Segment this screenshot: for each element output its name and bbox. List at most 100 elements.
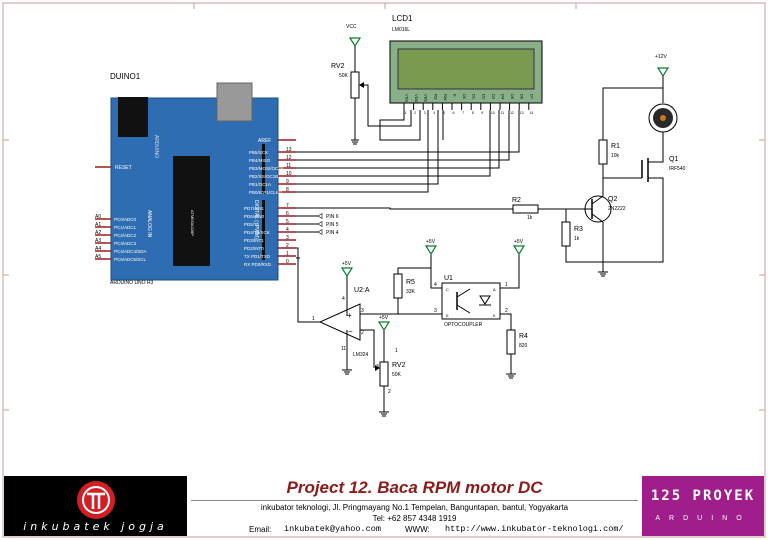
lcd-pin-number-4: 4 [433, 111, 435, 115]
email-link[interactable]: inkubatek@yahoo.com [284, 524, 381, 534]
q2-transistor [584, 195, 612, 223]
project-title: Project 12. Baca RPM motor DC [286, 478, 543, 497]
lcd-display: LCD1 LM016L VSS1VDD2VEE3RS4RW5E6D07D18D2… [389, 14, 543, 115]
plus5v-label-1: +5V [514, 239, 524, 245]
u1-value: OPTOCOUPLER [444, 322, 483, 328]
lcd-pin-number-10: 10 [491, 111, 495, 115]
analog-pin-name-4: PC4/ADC4/SDA [114, 249, 147, 254]
website-link[interactable]: http://www.inkubator-teknologi.com/ [445, 524, 624, 534]
digital-pin-name-7: PD7/AIN1 [244, 206, 265, 211]
digital-pin-number-3: 3 [286, 235, 289, 241]
aref-label: AREF [258, 138, 271, 144]
r2-resistor [512, 204, 539, 214]
lcd-pin-vss: VSS [405, 94, 410, 102]
svg-text:2: 2 [361, 330, 364, 336]
motor-driver: +12V R1 10k Q1 IRF540 [598, 54, 686, 263]
reset-label: RESET [115, 165, 132, 171]
inkubatek-brand: inkubatek jogja [4, 476, 187, 536]
analog-pin-0: A0 [95, 214, 101, 220]
lcd-pin-number-2: 2 [414, 111, 416, 115]
plus5v-label-0: +5V [426, 239, 436, 245]
digital-pin-number-12: 12 [286, 155, 292, 161]
brand-right-sub: ARDUINO [655, 515, 751, 522]
digital-pin-number-8: 8 [286, 187, 289, 193]
r3-resistor [561, 221, 571, 247]
brand-right-title: 125 PROYEK [650, 488, 756, 504]
rv2-bottom-value: 50K [392, 372, 402, 378]
analog-pin-name-5: PC5/ADC5/SCL [114, 257, 147, 262]
lcd-pin-d1: D1 [472, 94, 477, 100]
telephone-text: Tel: +62 857 4348 1919 [372, 514, 457, 523]
r1-name: R1 [611, 143, 620, 150]
lcd-pin-d6: D6 [520, 94, 525, 100]
digital-pin-number-7: 7 [286, 203, 289, 209]
plus5v-label-3: +5V [379, 315, 389, 321]
svg-text:3: 3 [434, 308, 437, 314]
rv2-top-name: RV2 [331, 63, 345, 70]
svg-text:1: 1 [312, 316, 315, 322]
vcc-label: VCC [346, 24, 357, 30]
brand-left-text: inkubatek jogja [23, 520, 168, 533]
rv2-bottom-pot: RV2 50K [375, 330, 406, 417]
lcd-pin-e: E [453, 94, 458, 97]
svg-text:E: E [446, 313, 449, 318]
lcd-pin-rw: RW [443, 94, 448, 101]
svg-text:3: 3 [361, 308, 364, 314]
lcd-screen [397, 48, 535, 90]
digital-pin-number-1: 1 [286, 251, 289, 257]
microcontroller-chip [173, 156, 210, 266]
svg-text:C: C [446, 287, 449, 292]
digital-pin-number-10: 10 [286, 171, 292, 177]
r4-value: 820 [519, 343, 528, 349]
lcd-pin-d7: D7 [529, 94, 534, 100]
lcd-pin-number-1: 1 [405, 111, 407, 115]
logo-mark-icon [82, 486, 110, 514]
lcd-pin-number-6: 6 [453, 111, 455, 115]
chip-label: ATMEGA328P [190, 210, 195, 236]
lcd-pin-number-5: 5 [443, 111, 445, 115]
lcd-pin-d0: D0 [462, 94, 467, 100]
q2-name: Q2 [608, 196, 617, 203]
u2-name: U2:A [354, 287, 370, 294]
analog-pin-name-3: PC3/ADC3 [114, 241, 137, 246]
digital-pin-number-9: 9 [286, 179, 289, 185]
transistor-stage: R2 1k Q2 2N2222 R3 1k [512, 178, 626, 277]
digital-pin-number-0: 0 [286, 259, 289, 265]
lcd-pin-number-7: 7 [462, 111, 464, 115]
lcd-pin-number-3: 3 [424, 111, 426, 115]
digital-pin-name-13: PB5/SCK [249, 150, 268, 155]
analog-pin-1: A1 [95, 222, 101, 228]
pin-numbers: 4 3 2 1 11 4 3 1 2 1 2 3 [312, 282, 508, 395]
rv2-top-pot: VCC RV2 50K [331, 24, 412, 145]
analog-pin-2: A2 [95, 230, 101, 236]
digital-pin-name-4: PD4/T0/XCK [244, 230, 270, 235]
plus5v-arrow-3 [377, 321, 391, 332]
svg-text:1: 1 [505, 282, 508, 288]
digital-pin-number-11: 11 [286, 163, 291, 169]
lcd-name: LCD1 [392, 14, 413, 23]
digital-pin-name-11: PB3/MOSI/OC2A [249, 166, 284, 171]
lcd-pin-number-14: 14 [529, 111, 533, 115]
lcd-pin-d4: D4 [501, 94, 506, 100]
email-label: Email: [249, 525, 272, 534]
r5-resistor-group: R5 33K [393, 267, 431, 314]
analog-pin-4: A4 [95, 246, 101, 252]
q1-name: Q1 [669, 156, 678, 163]
plus5v-label-2: +5V [342, 261, 352, 267]
digital-pin-name-9: PB1/OC1A [249, 182, 271, 187]
opamp-u2a: U2:A + − LM324 [316, 276, 375, 375]
r2-name: R2 [512, 197, 521, 204]
pin-label-0: PIN 6 [326, 214, 339, 220]
analog-pin-name-1: PC1/ADC1 [114, 225, 137, 230]
title-divider [191, 500, 638, 501]
lcd-pin-d3: D3 [491, 94, 496, 100]
svg-text:−: − [348, 327, 353, 336]
digital-pin-number-4: 4 [286, 227, 289, 233]
r3-value: 1k [574, 236, 580, 242]
arduino-uno: DUINO1 ATMEGA328P ARDUINO DIGITAL (~PWM)… [110, 72, 279, 286]
